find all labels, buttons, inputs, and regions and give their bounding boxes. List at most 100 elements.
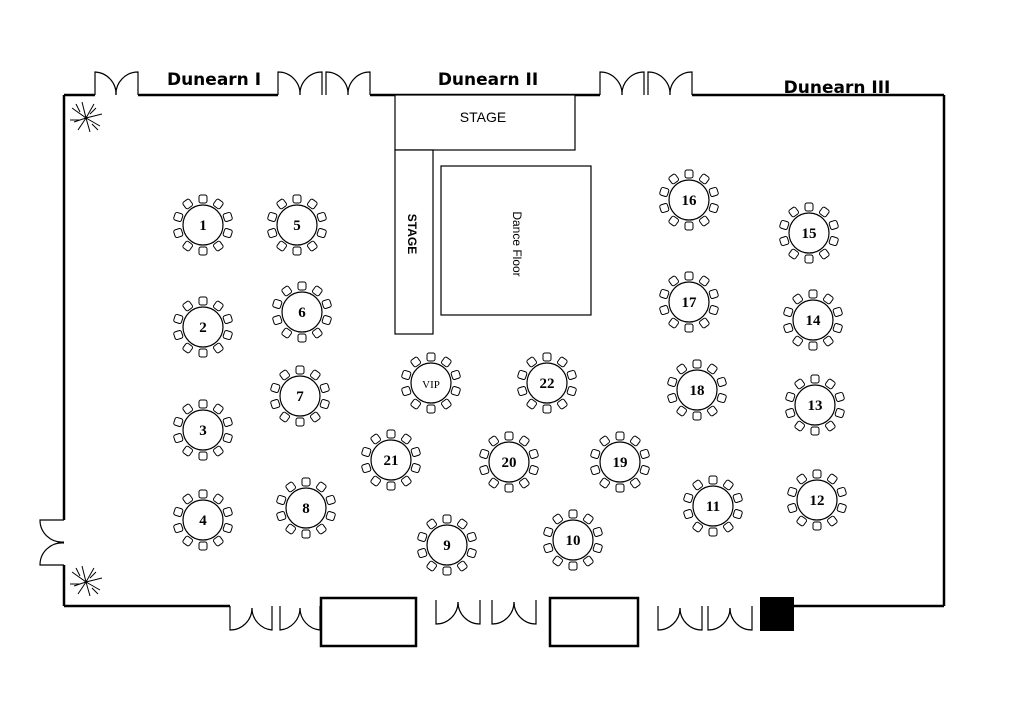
pillar: [760, 597, 794, 631]
chair: [281, 285, 293, 297]
table-top: [276, 204, 318, 246]
table-21: 21: [361, 429, 421, 491]
chair: [528, 465, 539, 476]
chair: [361, 446, 372, 457]
chair: [517, 369, 528, 380]
chair: [552, 555, 564, 567]
stage-side-label: STAGE: [405, 214, 419, 254]
chair: [222, 433, 233, 444]
chair: [285, 481, 297, 493]
chair: [479, 465, 490, 476]
chair: [526, 356, 538, 368]
table-number-label: 10: [566, 533, 581, 549]
table-20: 20: [479, 431, 539, 493]
chair: [281, 327, 293, 339]
chair: [442, 566, 452, 576]
chair: [552, 513, 564, 525]
chair: [568, 561, 578, 571]
chair: [692, 479, 704, 491]
chair: [822, 293, 834, 305]
chair: [683, 509, 694, 520]
chair: [804, 202, 814, 212]
table-18: 18: [667, 359, 727, 421]
chair: [732, 492, 743, 503]
chair: [361, 463, 372, 474]
chair: [582, 555, 594, 567]
chair: [279, 411, 291, 423]
chair: [315, 481, 327, 493]
chair: [779, 219, 790, 230]
chair: [708, 305, 719, 316]
chair: [785, 391, 796, 402]
chair: [808, 341, 818, 351]
chair: [212, 445, 224, 457]
table-top: [182, 409, 224, 451]
doors-bottom: [229, 600, 753, 631]
stage-top-label: STAGE: [460, 109, 506, 125]
chair: [708, 475, 718, 485]
chair: [708, 527, 718, 537]
table-top: [788, 212, 830, 254]
chair: [182, 198, 194, 210]
plant-icon: [70, 101, 103, 133]
chair: [182, 240, 194, 252]
table-6: 6: [272, 281, 332, 343]
chair: [410, 398, 422, 410]
chair: [794, 378, 806, 390]
chair: [796, 473, 808, 485]
chair: [426, 518, 438, 530]
chair: [295, 417, 305, 427]
chair: [639, 465, 650, 476]
table-number-label: 3: [199, 423, 207, 439]
chair: [826, 515, 838, 527]
chair: [692, 411, 702, 421]
chair: [659, 186, 670, 197]
chair: [566, 386, 577, 397]
chair: [667, 393, 678, 404]
table-number-label: 16: [682, 193, 698, 209]
chair: [212, 198, 224, 210]
chair: [198, 194, 208, 204]
table-7: 7: [270, 365, 330, 427]
chair: [311, 327, 323, 339]
chair: [822, 335, 834, 347]
chair: [276, 240, 288, 252]
chair: [659, 288, 670, 299]
chair: [698, 275, 710, 287]
chair: [542, 352, 552, 362]
chair: [794, 420, 806, 432]
chair: [417, 531, 428, 542]
chair: [426, 352, 436, 362]
chair: [270, 382, 281, 393]
chair: [792, 293, 804, 305]
chair: [479, 448, 490, 459]
chair: [787, 486, 798, 497]
chair: [732, 509, 743, 520]
chair: [783, 323, 794, 334]
table-number-label: 4: [199, 513, 207, 529]
chair: [267, 211, 278, 222]
chair: [788, 248, 800, 260]
table-number-label: 6: [298, 305, 306, 321]
chair: [222, 313, 233, 324]
chair: [722, 479, 734, 491]
chair: [684, 169, 694, 179]
chair: [488, 435, 500, 447]
chair: [222, 211, 233, 222]
table-14: 14: [783, 289, 843, 351]
chair: [410, 463, 421, 474]
chair: [182, 403, 194, 415]
chair: [568, 509, 578, 519]
table-9: 9: [417, 514, 477, 576]
bottom-box-right: [548, 596, 640, 648]
chair: [543, 543, 554, 554]
chair: [426, 404, 436, 414]
chair: [504, 483, 514, 493]
chair: [297, 281, 307, 291]
chair: [582, 513, 594, 525]
table-top: [599, 441, 641, 483]
chair: [426, 560, 438, 572]
chair: [668, 173, 680, 185]
chair: [212, 240, 224, 252]
